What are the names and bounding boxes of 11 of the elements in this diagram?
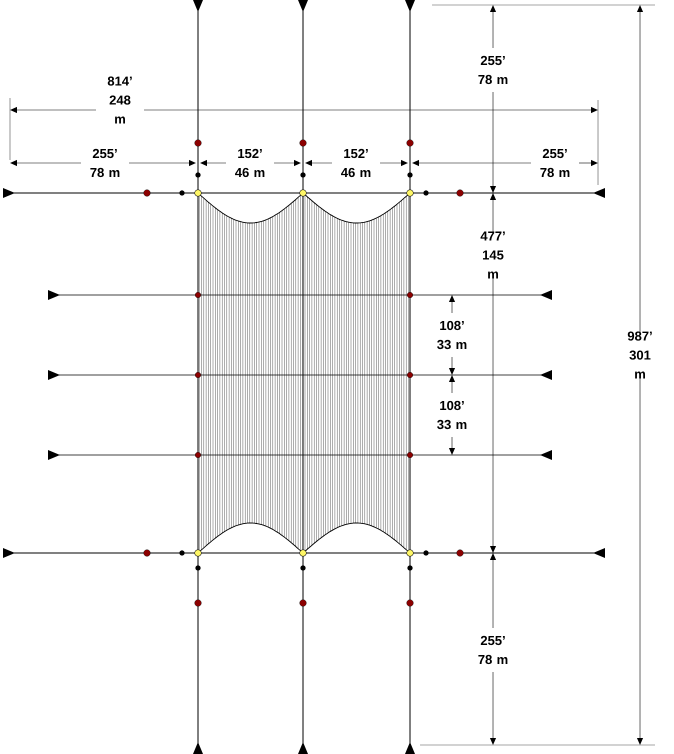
dimension-label: 152’ 46 m — [235, 148, 264, 178]
dimension-label: 987’ 301 m — [628, 331, 652, 379]
dimension-label: 108’ 33 m — [437, 400, 466, 430]
dimension-label: 152’ 46 m — [341, 148, 370, 178]
dimension-label: 255’ 78 m — [540, 148, 570, 178]
dimension-label: 255’ 78 m — [478, 56, 508, 84]
dimension-label: 255’ 78 m — [478, 636, 508, 664]
dimension-label: 255’ 78 m — [90, 148, 120, 178]
dimension-label: 814’ 248 m — [108, 76, 132, 124]
dimension-label: 477’ 145 m — [480, 232, 505, 278]
dimension-label: 108’ 33 m — [437, 320, 466, 350]
